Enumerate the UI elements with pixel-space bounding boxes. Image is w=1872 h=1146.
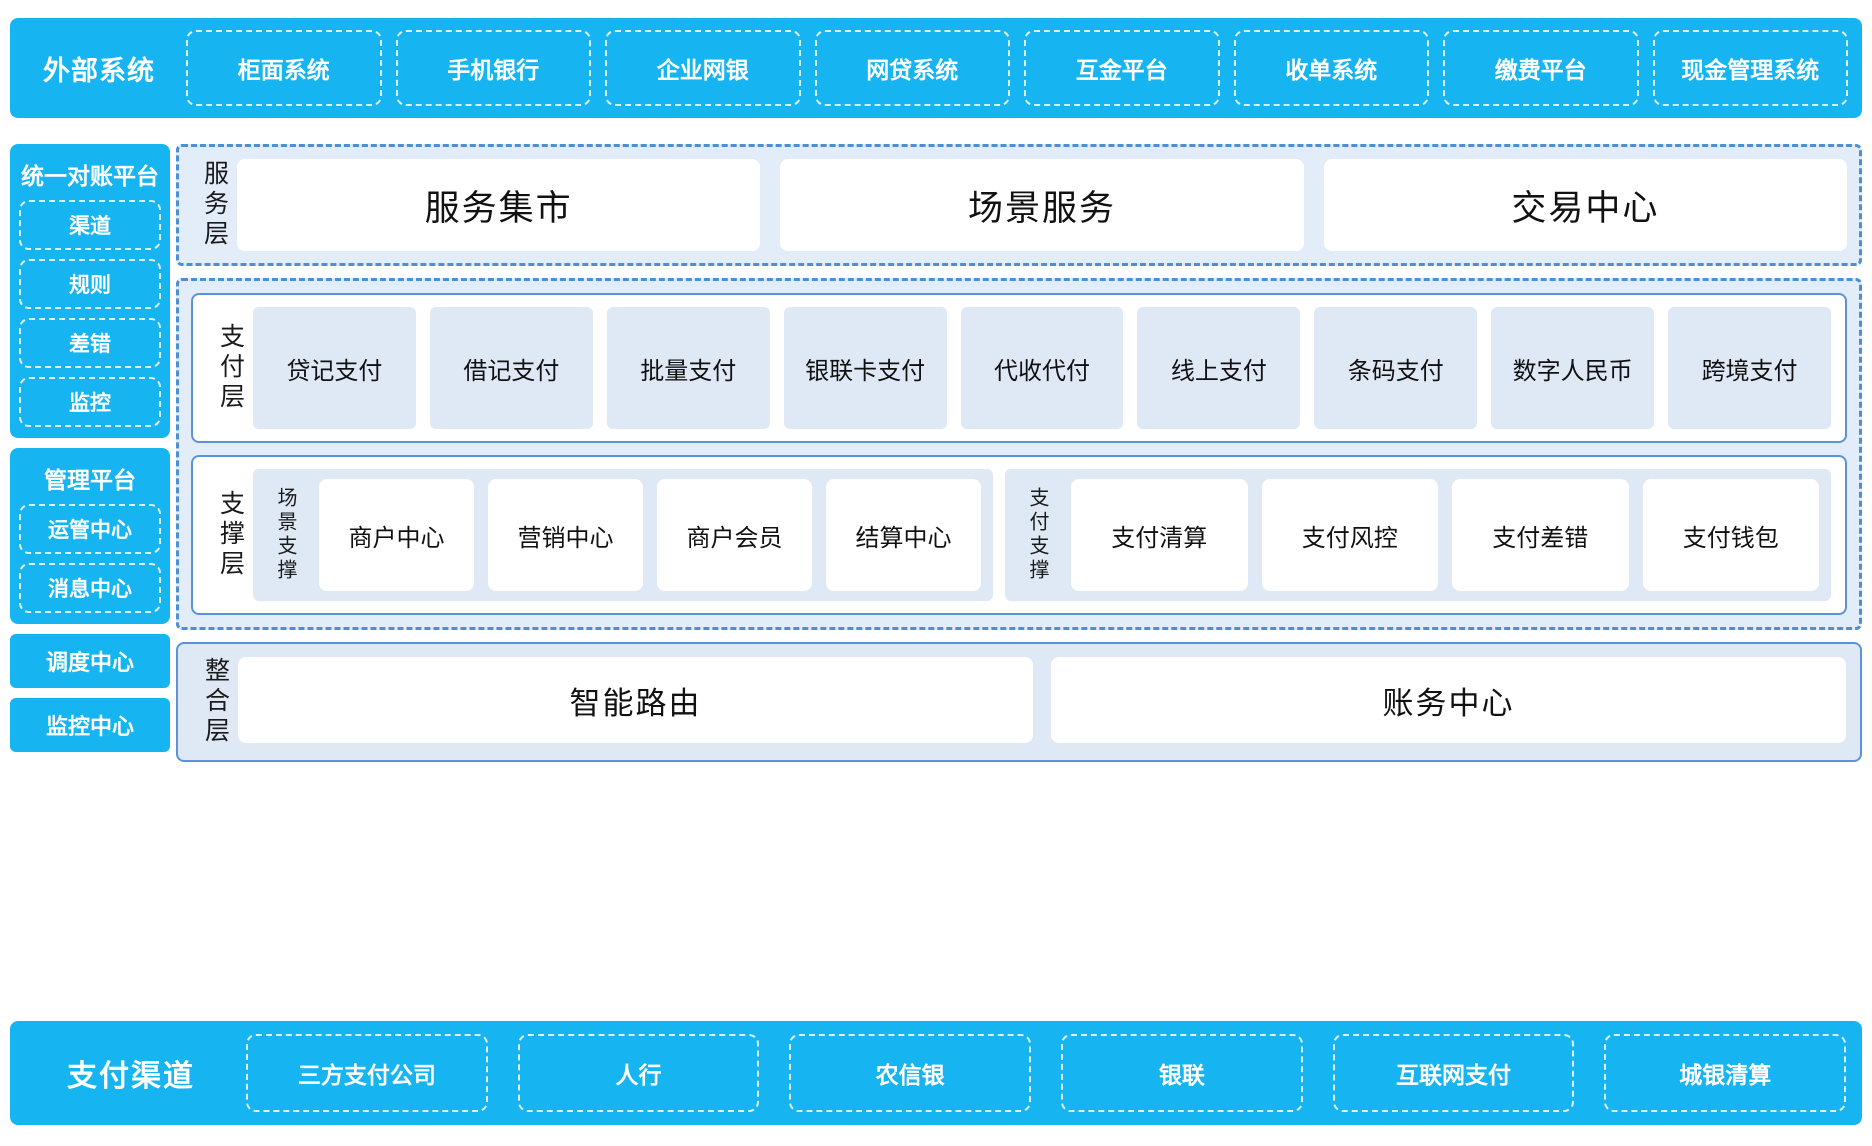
monitoring-center-block[interactable]: 监控中心 [10, 698, 170, 752]
payment-layer-label: 支付层 [207, 307, 253, 429]
payment-channel-chip-internet-payment[interactable]: 互联网支付 [1333, 1034, 1575, 1112]
service-layer-group: 服务层 服务集市 场景服务 交易中心 [176, 144, 1862, 266]
payment-support-label: 支付支撑 [1017, 479, 1057, 591]
service-card-transaction-center[interactable]: 交易中心 [1324, 159, 1847, 251]
support-layer-label: 支撑层 [207, 469, 253, 601]
external-systems-items: 柜面系统 手机银行 企业网银 网贷系统 互金平台 收单系统 缴费平台 现金管理系… [186, 30, 1848, 106]
external-system-chip-corporate-bank[interactable]: 企业网银 [605, 30, 801, 106]
support-layer-box: 支撑层 场景支撑 商户中心 营销中心 商户会员 结算中心 支付支撑 支付清算 [191, 455, 1847, 615]
integration-layer-box: 整合层 智能路由 账务中心 [176, 642, 1862, 762]
external-system-chip-acquiring[interactable]: 收单系统 [1234, 30, 1430, 106]
payment-channel-chip-unionpay[interactable]: 银联 [1061, 1034, 1303, 1112]
reconciliation-platform-panel: 统一对账平台 渠道 规则 差错 监控 [10, 144, 170, 438]
service-layer-cards: 服务集市 场景服务 交易中心 [237, 159, 1847, 251]
reconciliation-platform-title: 统一对账平台 [19, 152, 161, 200]
payment-card-unionpay[interactable]: 银联卡支付 [784, 307, 947, 429]
reconciliation-item-error[interactable]: 差错 [19, 318, 161, 368]
scenario-support-group: 场景支撑 商户中心 营销中心 商户会员 结算中心 [253, 469, 993, 601]
external-systems-title: 外部系统 [24, 49, 174, 88]
support-card-payment-clearing[interactable]: 支付清算 [1071, 479, 1248, 591]
integration-card-accounting-center[interactable]: 账务中心 [1051, 657, 1846, 743]
support-card-settlement-center[interactable]: 结算中心 [826, 479, 981, 591]
payment-card-barcode[interactable]: 条码支付 [1314, 307, 1477, 429]
integration-layer-label: 整合层 [192, 657, 238, 747]
external-systems-bar: 外部系统 柜面系统 手机银行 企业网银 网贷系统 互金平台 收单系统 缴费平台 … [10, 18, 1862, 118]
scenario-support-label: 场景支撑 [265, 479, 305, 591]
management-item-operations-center[interactable]: 运管中心 [19, 504, 161, 554]
scheduling-center-block[interactable]: 调度中心 [10, 634, 170, 688]
support-card-merchant-center[interactable]: 商户中心 [319, 479, 474, 591]
payment-layer-box: 支付层 贷记支付 借记支付 批量支付 银联卡支付 代收代付 线上支付 条码支付 … [191, 293, 1847, 443]
reconciliation-item-rule[interactable]: 规则 [19, 259, 161, 309]
support-card-marketing-center[interactable]: 营销中心 [488, 479, 643, 591]
payment-channel-chip-third-party[interactable]: 三方支付公司 [246, 1034, 488, 1112]
payment-card-digital-rmb[interactable]: 数字人民币 [1491, 307, 1654, 429]
payment-card-debit[interactable]: 借记支付 [430, 307, 593, 429]
payment-channels-title: 支付渠道 [26, 1051, 236, 1095]
payment-card-collection-payment[interactable]: 代收代付 [961, 307, 1124, 429]
support-card-merchant-member[interactable]: 商户会员 [657, 479, 812, 591]
integration-card-smart-routing[interactable]: 智能路由 [238, 657, 1033, 743]
payment-card-cross-border[interactable]: 跨境支付 [1668, 307, 1831, 429]
reconciliation-item-channel[interactable]: 渠道 [19, 200, 161, 250]
external-system-chip-mobile-bank[interactable]: 手机银行 [396, 30, 592, 106]
payment-channel-chip-city-bank-clearing[interactable]: 城银清算 [1604, 1034, 1846, 1112]
management-platform-panel: 管理平台 运管中心 消息中心 [10, 448, 170, 624]
payment-channel-chip-pboc[interactable]: 人行 [518, 1034, 760, 1112]
integration-layer-cards: 智能路由 账务中心 [238, 657, 1846, 747]
service-card-marketplace[interactable]: 服务集市 [237, 159, 760, 251]
external-system-chip-online-loan[interactable]: 网贷系统 [815, 30, 1011, 106]
payment-channels-items: 三方支付公司 人行 农信银 银联 互联网支付 城银清算 [246, 1034, 1846, 1112]
payment-card-credit[interactable]: 贷记支付 [253, 307, 416, 429]
support-layer-groups: 场景支撑 商户中心 营销中心 商户会员 结算中心 支付支撑 支付清算 支付风控 … [253, 469, 1831, 601]
support-card-payment-error[interactable]: 支付差错 [1452, 479, 1629, 591]
platform-layers: 服务层 服务集市 场景服务 交易中心 支付层 贷记支付 借记支付 批量支付 [176, 144, 1862, 762]
payment-support-group: 支付支撑 支付清算 支付风控 支付差错 支付钱包 [1005, 469, 1831, 601]
core-layers-group: 支付层 贷记支付 借记支付 批量支付 银联卡支付 代收代付 线上支付 条码支付 … [176, 278, 1862, 630]
management-platform-title: 管理平台 [19, 456, 161, 504]
service-card-scenario[interactable]: 场景服务 [780, 159, 1303, 251]
external-system-chip-bill-payment[interactable]: 缴费平台 [1443, 30, 1639, 106]
external-system-chip-cash-management[interactable]: 现金管理系统 [1653, 30, 1849, 106]
payment-channels-bar: 支付渠道 三方支付公司 人行 农信银 银联 互联网支付 城银清算 [10, 1021, 1862, 1125]
service-layer-label: 服务层 [191, 159, 237, 251]
payment-channel-chip-rcc[interactable]: 农信银 [789, 1034, 1031, 1112]
left-sidebar: 统一对账平台 渠道 规则 差错 监控 管理平台 运管中心 消息中心 调度中心 监… [10, 144, 170, 762]
payment-layer-cards: 贷记支付 借记支付 批量支付 银联卡支付 代收代付 线上支付 条码支付 数字人民… [253, 307, 1831, 429]
support-card-payment-risk[interactable]: 支付风控 [1262, 479, 1439, 591]
payment-card-batch[interactable]: 批量支付 [607, 307, 770, 429]
management-item-message-center[interactable]: 消息中心 [19, 563, 161, 613]
payment-card-online[interactable]: 线上支付 [1137, 307, 1300, 429]
support-card-payment-wallet[interactable]: 支付钱包 [1643, 479, 1820, 591]
reconciliation-item-monitor[interactable]: 监控 [19, 377, 161, 427]
external-system-chip-counter[interactable]: 柜面系统 [186, 30, 382, 106]
external-system-chip-fintech[interactable]: 互金平台 [1024, 30, 1220, 106]
